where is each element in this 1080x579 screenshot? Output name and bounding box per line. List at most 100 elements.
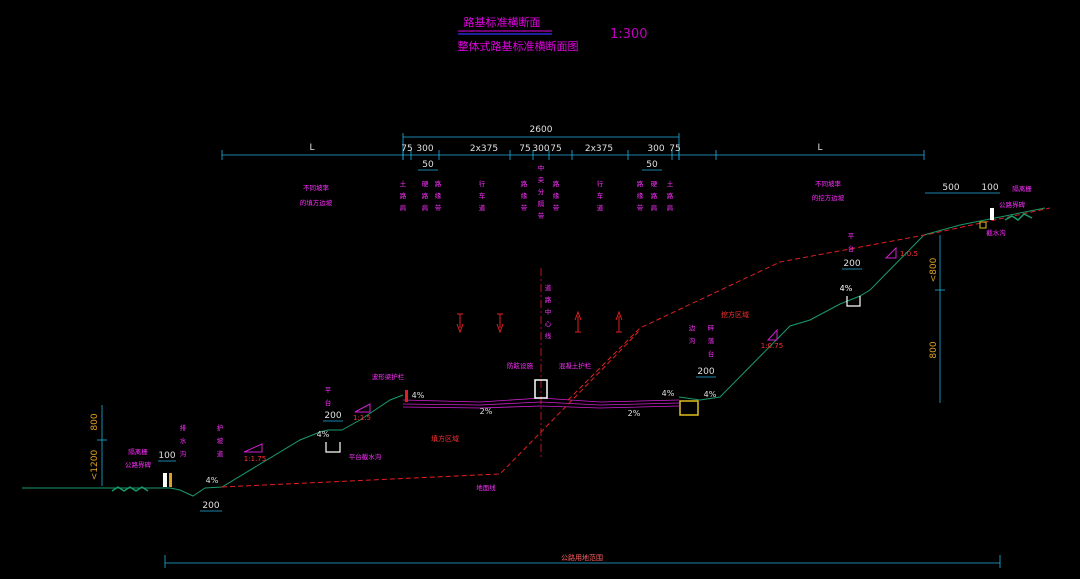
cut-zone-boundary — [567, 207, 1051, 401]
slope-tri-right-2 — [766, 328, 778, 341]
pct-right-ditch: 4% — [704, 390, 717, 399]
ditch-right-char: 沟 — [689, 336, 696, 345]
road-column-char: 隔 — [538, 199, 545, 208]
dim-platform-left-text: 200 — [324, 411, 341, 421]
dim-total: 2600 — [530, 125, 553, 135]
dim-small-100-text: 100 — [158, 451, 175, 461]
platform-right-char: 平 — [848, 232, 855, 240]
right-ground-hatch — [1004, 213, 1033, 221]
isolation-left-label: 隔离栅 — [128, 447, 148, 456]
boundary-left-label: 公路界碑 — [125, 460, 152, 469]
platform-ditch-label: 平台截水沟 — [349, 452, 382, 461]
ground-line-label: 地面线 — [476, 483, 496, 492]
road-column-char: 缘 — [553, 191, 560, 200]
slope-right-1: 1:0.5 — [900, 250, 918, 258]
road-column-char: 路 — [400, 191, 407, 200]
left-slope-label-2: 的填方边坡 — [300, 198, 333, 207]
centerline-char: 线 — [545, 331, 552, 340]
dim-row-value: 75 — [550, 144, 561, 154]
centerline-char: 道 — [545, 283, 552, 292]
ditch-right2-char: 台 — [708, 349, 715, 358]
slope-left-2: 1:1.75 — [244, 455, 266, 463]
road-surface-2 — [402, 401, 680, 406]
right-slope-label-2: 的挖方边坡 — [812, 193, 845, 202]
right-cut-slope — [678, 207, 1046, 401]
guardrail-label: 波形梁护栏 — [372, 372, 405, 381]
dim-row-value: 300 — [416, 144, 433, 154]
fill-zone-label: 填方区域 — [431, 434, 459, 443]
dim-small-200-text: 200 — [202, 501, 219, 511]
dim-vertical-right-bottom: 800 — [929, 341, 939, 358]
dim-sub-right: 50 — [646, 160, 658, 170]
pct-right-lane: 2% — [628, 409, 641, 418]
dim-row-value: 75 — [519, 144, 530, 154]
road-column-char: 土 — [667, 179, 674, 188]
road-column-char: 分 — [538, 187, 545, 196]
right-platform-ditch — [846, 296, 861, 307]
platform-left-char: 平 — [325, 386, 332, 394]
pct-left-platform: 4% — [317, 430, 330, 439]
drawing-subtitle: 整体式路基标准横断面图 — [458, 39, 579, 53]
protect-left-char: 护 — [217, 423, 224, 432]
centerline-char: 中 — [545, 307, 552, 316]
road-column-char: 央 — [538, 175, 545, 184]
road-column-char: 带 — [538, 212, 545, 220]
pct-left-berm: 4% — [206, 476, 219, 485]
drawing-title: 路基标准横断面 — [464, 15, 541, 29]
dim-row-value: 2x375 — [585, 144, 613, 154]
road-column-char: 带 — [435, 204, 442, 212]
right-fence-post — [979, 221, 987, 229]
right-ditch — [679, 400, 699, 416]
road-column-char: 缘 — [637, 191, 644, 200]
pct-left-lane: 2% — [480, 407, 493, 416]
road-column-char: 路 — [521, 179, 528, 188]
protect-left-char: 坡 — [217, 436, 224, 445]
pct-right-shoulder: 4% — [662, 389, 675, 398]
left-slope-label-1: 不同坡率 — [303, 183, 330, 192]
road-column-char: 肩 — [400, 203, 407, 212]
dim-right-top-500: 500 — [942, 183, 959, 193]
dim-platform-right-text: 200 — [843, 259, 860, 269]
dim-row-value: 300 — [532, 144, 549, 154]
arrow-down-2 — [496, 313, 504, 334]
road-column-char: 车 — [479, 191, 486, 200]
centerline-char: 心 — [545, 320, 552, 328]
dim-sub-left: 50 — [422, 160, 434, 170]
cut-zone-label: 挖方区域 — [721, 310, 749, 319]
right-boundary-post — [990, 208, 994, 220]
land-range-label: 公路用地范围 — [561, 553, 603, 562]
median-barrier — [534, 379, 548, 399]
dim-row-value: 2x375 — [470, 144, 498, 154]
drain-left-char: 排 — [180, 423, 187, 432]
intercept-right-label: 截水沟 — [986, 228, 1006, 237]
anti-glare-label: 防眩设施 — [507, 361, 534, 370]
drain-left-char: 水 — [180, 436, 187, 445]
centerline-char: 路 — [545, 295, 552, 304]
road-column-char: 路 — [667, 191, 674, 200]
slope-tri-left-1 — [354, 403, 371, 413]
fill-zone-boundary — [221, 329, 641, 488]
road-column-char: 肩 — [651, 203, 658, 212]
road-column-char: 肩 — [422, 203, 429, 212]
road-column-char: 道 — [597, 203, 604, 212]
traffic-arrows — [456, 310, 623, 334]
road-column-char: 路 — [651, 191, 658, 200]
road-column-char: 带 — [637, 204, 644, 212]
road-column-char: 行 — [597, 179, 604, 188]
dim-left-L: L — [309, 143, 314, 153]
dim-row-value: 300 — [647, 144, 664, 154]
left-fence-post — [169, 473, 172, 487]
isolation-right-label: 隔离栅 — [1012, 184, 1032, 193]
platform-left-char: 台 — [325, 398, 332, 407]
road-column-char: 缘 — [521, 191, 528, 200]
protect-left-char: 道 — [217, 449, 224, 458]
dim-row-value: 75 — [401, 144, 412, 154]
slope-tri-left-2 — [243, 443, 263, 453]
road-column-char: 中 — [538, 163, 545, 172]
ditch-right2-char: 落 — [708, 336, 715, 345]
left-ground-hatch — [111, 486, 149, 492]
road-column-char: 肩 — [667, 203, 674, 212]
